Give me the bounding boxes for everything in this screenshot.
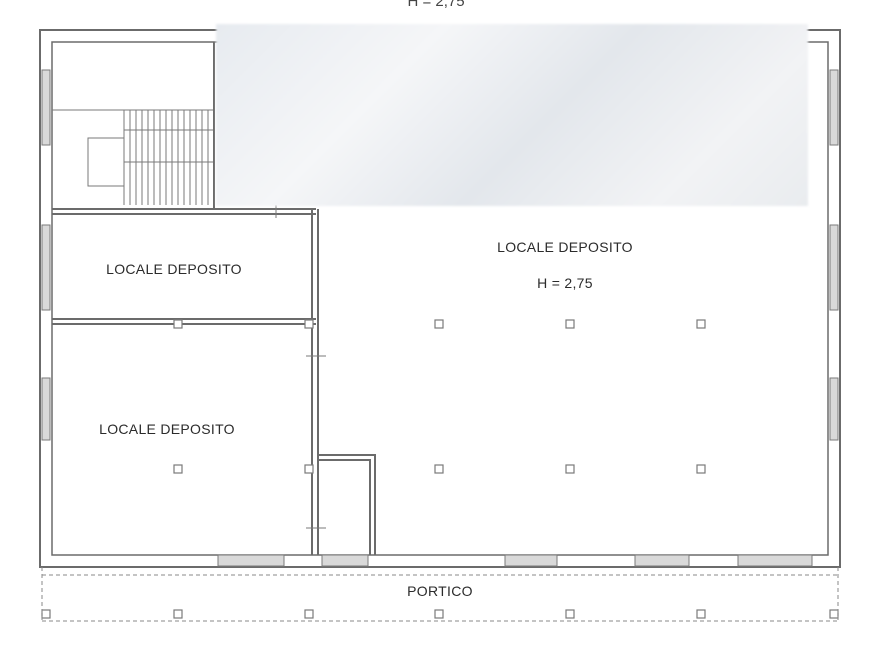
portico-outline <box>41 567 839 622</box>
room-label-main: LOCALE DEPOSITO <box>497 239 633 255</box>
left-wall-windows <box>41 69 51 441</box>
blurred-region <box>216 24 808 206</box>
room-label-lower-left: LOCALE DEPOSITO <box>99 421 235 437</box>
room-label-upper-left: LOCALE DEPOSITO <box>106 261 242 277</box>
top-height-label: H = 2,75 <box>407 0 464 10</box>
bottom-wall-windows <box>217 554 813 567</box>
staircase <box>52 109 214 205</box>
room-height-main: H = 2,75 <box>537 275 593 291</box>
door-marks <box>275 205 326 529</box>
columns <box>41 319 839 619</box>
right-wall-windows <box>829 69 839 441</box>
interior-walls <box>52 42 376 555</box>
portico-label: PORTICO <box>407 583 473 599</box>
